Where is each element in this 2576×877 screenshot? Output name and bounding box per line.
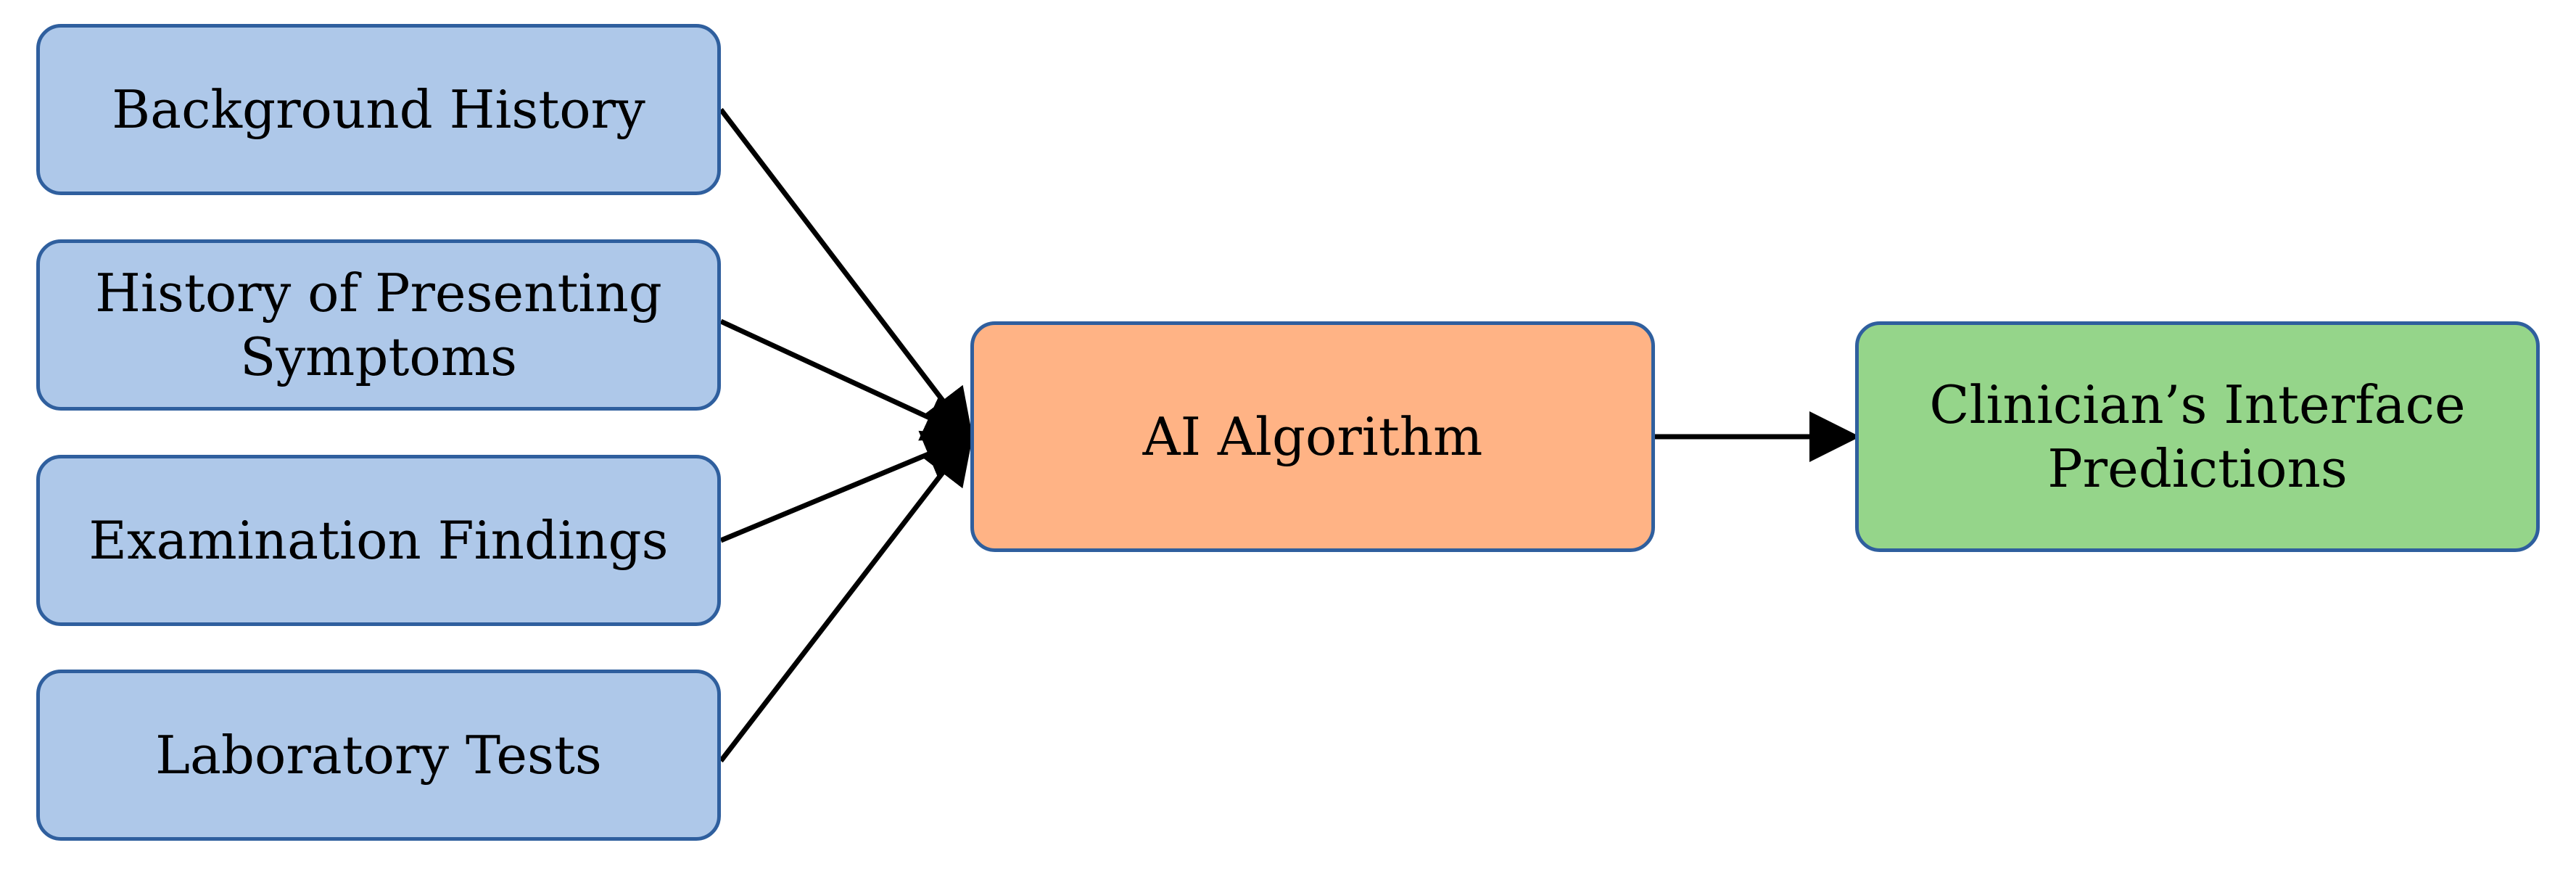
arrow-background-history-to-ai — [719, 107, 974, 441]
input-node-examination-findings: Examination Findings — [36, 455, 721, 626]
arrow-laboratory-tests-to-ai — [719, 432, 974, 763]
input-node-laboratory-tests: Laboratory Tests — [36, 670, 721, 841]
arrow-examination-findings-to-ai — [719, 430, 975, 543]
processor-node-ai-algorithm: AI Algorithm — [970, 321, 1655, 552]
node-label: Background History — [112, 79, 645, 140]
input-node-background-history: Background History — [36, 24, 721, 195]
node-label: Laboratory Tests — [155, 725, 602, 786]
arrow-history-presenting-symptoms-to-ai — [719, 318, 975, 441]
node-label: AI Algorithm — [1142, 406, 1483, 467]
node-label: Examination Findings — [88, 510, 669, 571]
